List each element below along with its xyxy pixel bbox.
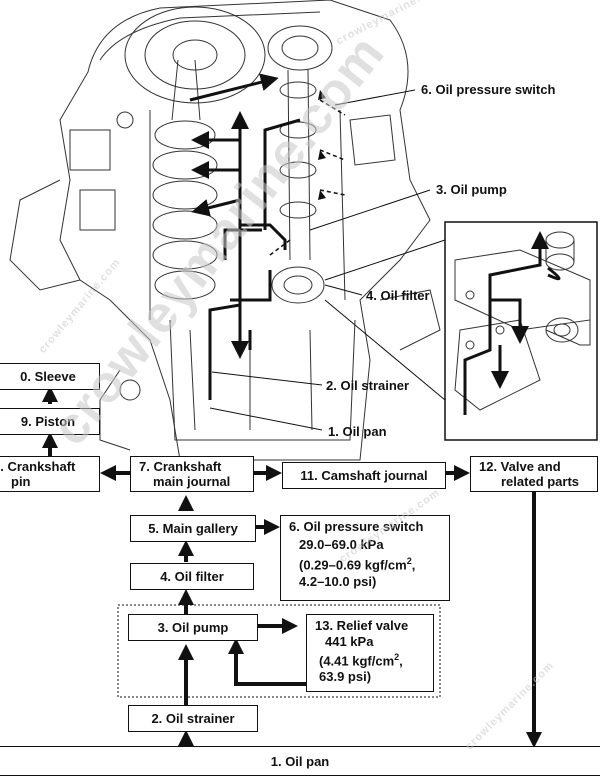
box-valve-line2: related parts [501, 474, 580, 489]
label-oil-pan: 1. Oil pan [328, 424, 387, 439]
pressure-switch-spec-3: 4.2–10.0 psi) [299, 574, 377, 590]
label-oil-strainer: 2. Oil strainer [326, 378, 410, 393]
box-valve-line1: 12. Valve and [479, 459, 561, 474]
box-oil-pan-label: 1. Oil pan [270, 753, 330, 769]
box-relief-valve: 13. Relief valve 441 kPa (4.41 kgf/cm2, … [306, 614, 434, 692]
box-main-journal-line2: main journal [153, 474, 231, 489]
box-main-gallery-label: 5. Main gallery [148, 521, 238, 536]
box-crankshaft-pin-line1: 8. Crankshaft [0, 459, 76, 474]
box-oil-strainer: 2. Oil strainer [128, 705, 258, 732]
box-sleeve: 0. Sleeve [0, 363, 100, 390]
box-sleeve-label: 0. Sleeve [20, 369, 76, 384]
relief-spec-2: (4.41 kgf/cm2, [319, 652, 403, 669]
label-oil-pressure-switch: 6. Oil pressure switch [421, 82, 556, 97]
relief-spec-1: 441 kPa [325, 634, 374, 649]
box-main-journal: 7. Crankshaft main journal [130, 456, 254, 492]
box-oil-filter-label: 4. Oil filter [160, 569, 224, 584]
box-oil-pressure-switch: 6. Oil pressure switch 29.0–69.0 kPa (0.… [280, 515, 450, 601]
box-main-gallery: 5. Main gallery [130, 515, 256, 542]
box-crankshaft-pin: 8. Crankshaft pin [0, 456, 100, 492]
box-oil-filter: 4. Oil filter [130, 563, 254, 590]
pressure-switch-spec-1: 29.0–69.0 kPa [299, 537, 384, 552]
box-camshaft-journal-label: 11. Camshaft journal [300, 468, 428, 483]
label-oil-pump: 3. Oil pump [436, 182, 507, 197]
box-oil-pan: 1. Oil pan [0, 746, 600, 776]
box-oil-pump: 3. Oil pump [128, 614, 258, 641]
box-piston-label: 9. Piston [20, 414, 76, 429]
box-piston: 9. Piston [0, 408, 100, 435]
box-main-journal-line1: 7. Crankshaft [139, 459, 222, 474]
box-valve-related-parts: 12. Valve and related parts [470, 456, 598, 492]
pressure-switch-title: 6. Oil pressure switch [289, 519, 424, 534]
relief-spec-3: 63.9 psi) [319, 669, 372, 685]
box-crankshaft-pin-line2: pin [11, 474, 31, 489]
box-oil-pump-label: 3. Oil pump [157, 620, 229, 635]
box-camshaft-journal: 11. Camshaft journal [282, 462, 446, 489]
pressure-switch-spec-2: (0.29–0.69 kgf/cm2, [299, 556, 416, 573]
relief-title: 13. Relief valve [315, 618, 409, 633]
box-oil-strainer-label: 2. Oil strainer [151, 711, 235, 726]
label-oil-filter: 4. Oil filter [366, 288, 430, 303]
